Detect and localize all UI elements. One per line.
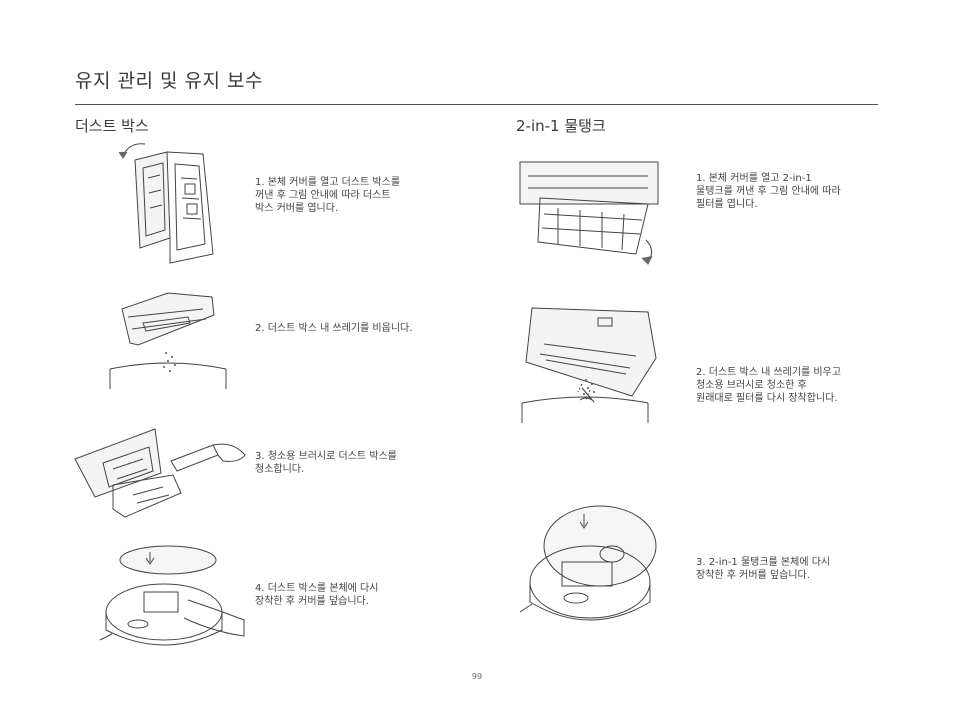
right-step-2-text: 2. 더스트 박스 내 쓰레기를 비우고 청소용 브러시로 청소한 후 원래대로…	[696, 367, 842, 404]
brush-icon	[171, 445, 218, 471]
page-title: 유지 관리 및 유지 보수	[75, 70, 263, 92]
down-arrow-icon	[146, 552, 154, 564]
dust-box-brush-cleaning-illustration	[73, 425, 248, 520]
page-number: 99	[471, 672, 483, 681]
right-step-3-text: 3. 2-in-1 물탱크를 본체에 다시 장착한 후 커버를 덮습니다.	[696, 557, 831, 581]
left-step-4-text: 4. 더스트 박스를 본체에 다시 장착한 후 커버를 덮습니다.	[255, 583, 379, 607]
title-divider	[75, 104, 878, 105]
left-step-2-text: 2. 더스트 박스 내 쓰레기를 비웁니다.	[255, 323, 413, 334]
section-title-dust-box: 더스트 박스	[75, 117, 149, 135]
section-title-water-tank: 2-in-1 물탱크	[516, 117, 606, 135]
brush-icon	[582, 388, 594, 402]
left-step-3-text: 3. 청소용 브러시로 더스트 박스를 청소합니다.	[255, 451, 397, 475]
rotate-arrow-icon	[123, 144, 145, 156]
dust-box-open-illustration	[115, 138, 225, 263]
dust-box-reinstall-illustration	[98, 540, 248, 660]
left-step-1-text: 1. 본체 커버를 열고 더스트 박스를 꺼낸 후 그림 안내에 따라 더스트 …	[255, 177, 401, 214]
trash-bin-illustration	[520, 395, 650, 425]
water-tank-emptying-illustration	[520, 300, 665, 425]
debris-dots	[163, 352, 176, 372]
dust-box-emptying-illustration	[108, 287, 228, 392]
right-step-1-text: 1. 본체 커버를 열고 2-in-1 물탱크를 꺼낸 후 그림 안내에 따라 …	[696, 173, 841, 210]
down-arrow-icon	[580, 514, 588, 528]
water-tank-filter-open-illustration	[518, 158, 663, 268]
water-tank-reinstall-illustration	[520, 502, 665, 637]
